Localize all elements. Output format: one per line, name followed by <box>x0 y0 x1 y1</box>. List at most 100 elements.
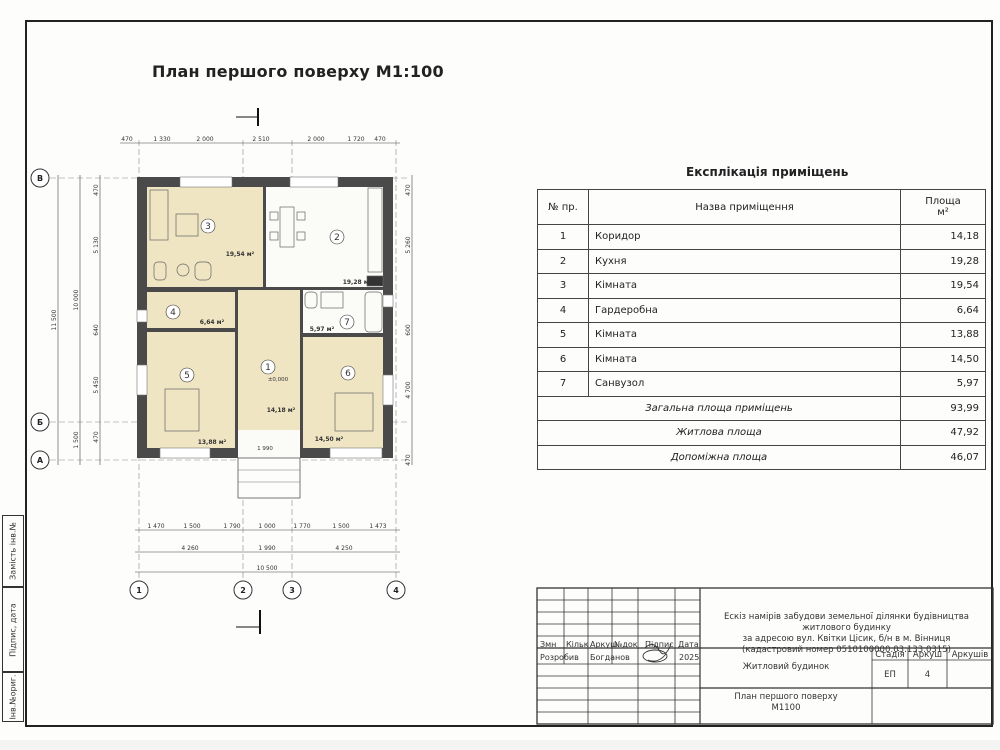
tb-sheets-label: Аркушів <box>951 650 989 660</box>
tb-object: Житловий будинок <box>742 662 830 672</box>
svg-text:14,50 м²: 14,50 м² <box>315 436 344 443</box>
svg-text:1 000: 1 000 <box>258 523 275 530</box>
svg-text:4 700: 4 700 <box>405 381 412 398</box>
header-num: № пр. <box>537 189 589 225</box>
svg-text:10 000: 10 000 <box>73 289 80 310</box>
plan-title: План першого поверху М1:100 <box>152 62 444 81</box>
room-3 <box>147 187 263 287</box>
svg-text:10 500: 10 500 <box>257 565 278 572</box>
left-dimensions: 470 5 130 640 5 450 470 1 500 10 000 11 … <box>51 184 100 449</box>
room-6 <box>303 337 383 448</box>
room-5 <box>147 332 235 448</box>
svg-text:2: 2 <box>240 586 246 595</box>
explication-title: Експлікація приміщень <box>686 165 849 179</box>
svg-text:11 500: 11 500 <box>51 309 58 330</box>
svg-text:Б: Б <box>37 418 43 427</box>
section-mark-bottom <box>236 610 261 634</box>
room-label-5: 5 13,88 м² <box>179 367 227 446</box>
svg-text:470: 470 <box>374 136 386 143</box>
svg-text:600: 600 <box>405 324 412 336</box>
svg-text:4: 4 <box>170 308 176 318</box>
tb-col-header: №док <box>614 640 638 649</box>
svg-text:1: 1 <box>265 363 271 373</box>
svg-text:470: 470 <box>93 184 100 196</box>
axis-v: В <box>30 168 50 188</box>
furniture <box>149 187 384 432</box>
svg-text:5,97 м²: 5,97 м² <box>310 326 335 333</box>
axis-b: Б <box>30 412 50 432</box>
svg-text:640: 640 <box>93 324 100 336</box>
svg-text:4 250: 4 250 <box>335 545 352 552</box>
axis-3: 3 <box>282 580 302 600</box>
svg-text:А: А <box>37 456 44 465</box>
svg-text:2 000: 2 000 <box>196 136 213 143</box>
svg-text:±0,000: ±0,000 <box>268 377 289 383</box>
tb-project-description: Ескіз намірів забудови земельної ділянки… <box>724 612 969 655</box>
tb-year: 2025 <box>679 653 700 662</box>
svg-text:19,54 м²: 19,54 м² <box>226 251 255 258</box>
tb-sheet-label: Аркуш <box>912 650 943 660</box>
tb-stage: ЕП <box>884 670 896 680</box>
svg-text:2 000: 2 000 <box>307 136 324 143</box>
porch <box>237 457 301 499</box>
svg-text:1 790: 1 790 <box>223 523 240 530</box>
axis-1: 1 <box>129 580 149 600</box>
room-labels: 3 19,54 м² 219,28 м² 46,64 м² 1 ±0,000 14,1… <box>165 218 372 452</box>
tb-col-header: Кільк <box>566 640 589 649</box>
svg-text:1 330: 1 330 <box>153 136 170 143</box>
section-mark-top <box>236 108 259 126</box>
svg-text:1: 1 <box>136 586 142 595</box>
rooms <box>136 176 394 499</box>
svg-text:5 260: 5 260 <box>405 236 412 253</box>
axis-markers: 1 2 3 4 В Б А <box>30 168 406 600</box>
svg-text:14,18 м²: 14,18 м² <box>267 407 296 414</box>
svg-text:5: 5 <box>184 371 190 381</box>
svg-text:7: 7 <box>344 318 350 328</box>
room-2 <box>266 187 383 287</box>
dimension-lines <box>57 142 413 573</box>
svg-text:13,88 м²: 13,88 м² <box>198 439 227 446</box>
tb-drawing-name: План першого поверху М1100 <box>734 692 838 713</box>
room-label-6: 6 14,50 м² <box>315 365 356 443</box>
tb-sheet: 4 <box>924 670 931 680</box>
svg-text:470: 470 <box>121 136 133 143</box>
room-label-2: 219,28 м² <box>329 229 372 286</box>
svg-text:470: 470 <box>405 184 412 196</box>
room-label-4: 46,64 м² <box>165 304 225 326</box>
porch-dim: 1 990 <box>257 446 273 452</box>
stamp-cell-sign: Підпис, дата <box>2 587 24 672</box>
svg-text:2: 2 <box>334 233 340 243</box>
svg-text:1 990: 1 990 <box>258 545 275 552</box>
axis-2: 2 <box>233 580 253 600</box>
svg-text:1 473: 1 473 <box>369 523 386 530</box>
tb-col-header: Аркуш <box>590 640 618 649</box>
svg-text:3: 3 <box>289 586 295 595</box>
axis-4: 4 <box>386 580 406 600</box>
svg-text:1 720: 1 720 <box>347 136 364 143</box>
svg-text:3: 3 <box>205 222 211 232</box>
svg-text:6: 6 <box>345 369 351 379</box>
stamp-cell-inv: Інв.№ориг. <box>2 672 24 722</box>
svg-text:В: В <box>37 174 43 183</box>
room-4 <box>147 292 235 328</box>
tb-col-header: Дата <box>678 640 699 649</box>
tb-developer-role: Розробив <box>540 653 579 662</box>
svg-text:470: 470 <box>93 431 100 443</box>
svg-text:5 130: 5 130 <box>93 236 100 253</box>
right-dimensions: 470 5 260 600 4 700 470 <box>405 184 412 466</box>
room-label-3: 3 19,54 м² <box>200 218 255 258</box>
header-name: Назва приміщення <box>588 189 901 225</box>
